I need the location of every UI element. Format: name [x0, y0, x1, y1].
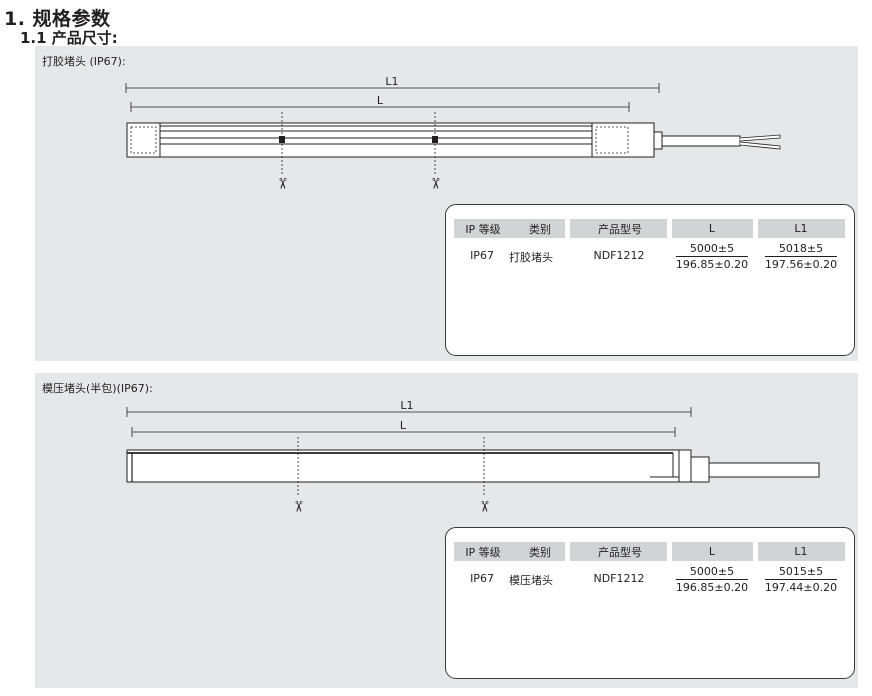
cell-model: NDF1212	[593, 249, 645, 262]
scissors-icon: ✂	[273, 177, 292, 190]
panel-label: 模压堵头(半包)(IP67):	[42, 382, 153, 395]
header-cell: L1	[758, 219, 845, 238]
strip-drawing-glue	[125, 83, 781, 174]
cell-l1-value: 5018±5 197.56±0.20	[764, 241, 838, 272]
header-cell: IP 等级 类别	[454, 542, 565, 561]
header-cell: IP 等级 类别	[454, 219, 565, 238]
l-bottom: 196.85±0.20	[675, 581, 749, 594]
l1-bottom: 197.44±0.20	[764, 581, 838, 594]
cell-model: NDF1212	[593, 572, 645, 585]
spec-table: IP 等级 类别 产品型号 L L1 IP67 打胶堵头 NDF1212 500…	[445, 204, 855, 356]
header-cell: L1	[758, 542, 845, 561]
dim-label-l1: L1	[385, 75, 399, 88]
panel-glue-endcap: 打胶堵头 (IP67): L1 L ✂ ✂	[35, 46, 858, 361]
header-l: L	[708, 222, 716, 235]
strip-drawing-molded	[126, 407, 820, 497]
subsection-title: 1.1 产品尺寸:	[20, 29, 118, 47]
header-ip-grade: IP 等级	[465, 222, 501, 236]
header-l1: L1	[794, 545, 808, 558]
dim-label-l: L	[376, 94, 384, 107]
l-bottom: 196.85±0.20	[675, 258, 749, 271]
header-l: L	[708, 545, 716, 558]
panel-molded-endcap: 模压堵头(半包)(IP67): L1 L ✂ ✂ IP 等级 类别 产品型	[35, 373, 858, 688]
header-model: 产品型号	[598, 222, 642, 236]
header-cell: L	[672, 542, 753, 561]
header-model: 产品型号	[598, 545, 642, 559]
cell-l1-value: 5015±5 197.44±0.20	[764, 564, 838, 595]
scissors-icon: ✂	[475, 500, 494, 513]
header-l1: L1	[794, 222, 808, 235]
cell-ip: IP67	[470, 572, 494, 585]
l-top: 5000±5	[675, 241, 749, 257]
l1-bottom: 197.56±0.20	[764, 258, 838, 271]
cell-ip: IP67	[470, 249, 494, 262]
l1-top: 5018±5	[764, 241, 838, 257]
section-title: 1. 规格参数	[4, 8, 111, 30]
dim-label-l: L	[399, 419, 407, 432]
cell-l-value: 5000±5 196.85±0.20	[675, 241, 749, 272]
header-cell: 产品型号	[570, 542, 667, 561]
panel-label: 打胶堵头 (IP67):	[42, 55, 126, 68]
cell-l-value: 5000±5 196.85±0.20	[675, 564, 749, 595]
header-ip-grade: IP 等级	[465, 545, 501, 559]
scissors-icon: ✂	[289, 500, 308, 513]
scissors-icon: ✂	[426, 177, 445, 190]
header-cell: 产品型号	[570, 219, 667, 238]
l-top: 5000±5	[675, 564, 749, 580]
l1-top: 5015±5	[764, 564, 838, 580]
header-category: 类别	[529, 545, 551, 559]
cell-category: 模压堵头	[509, 574, 553, 587]
header-cell: L	[672, 219, 753, 238]
dim-label-l1: L1	[400, 399, 414, 412]
cell-category: 打胶堵头	[509, 251, 553, 264]
spec-table: IP 等级 类别 产品型号 L L1 IP67 模压堵头 NDF1212 500…	[445, 527, 855, 679]
header-category: 类别	[529, 222, 551, 236]
